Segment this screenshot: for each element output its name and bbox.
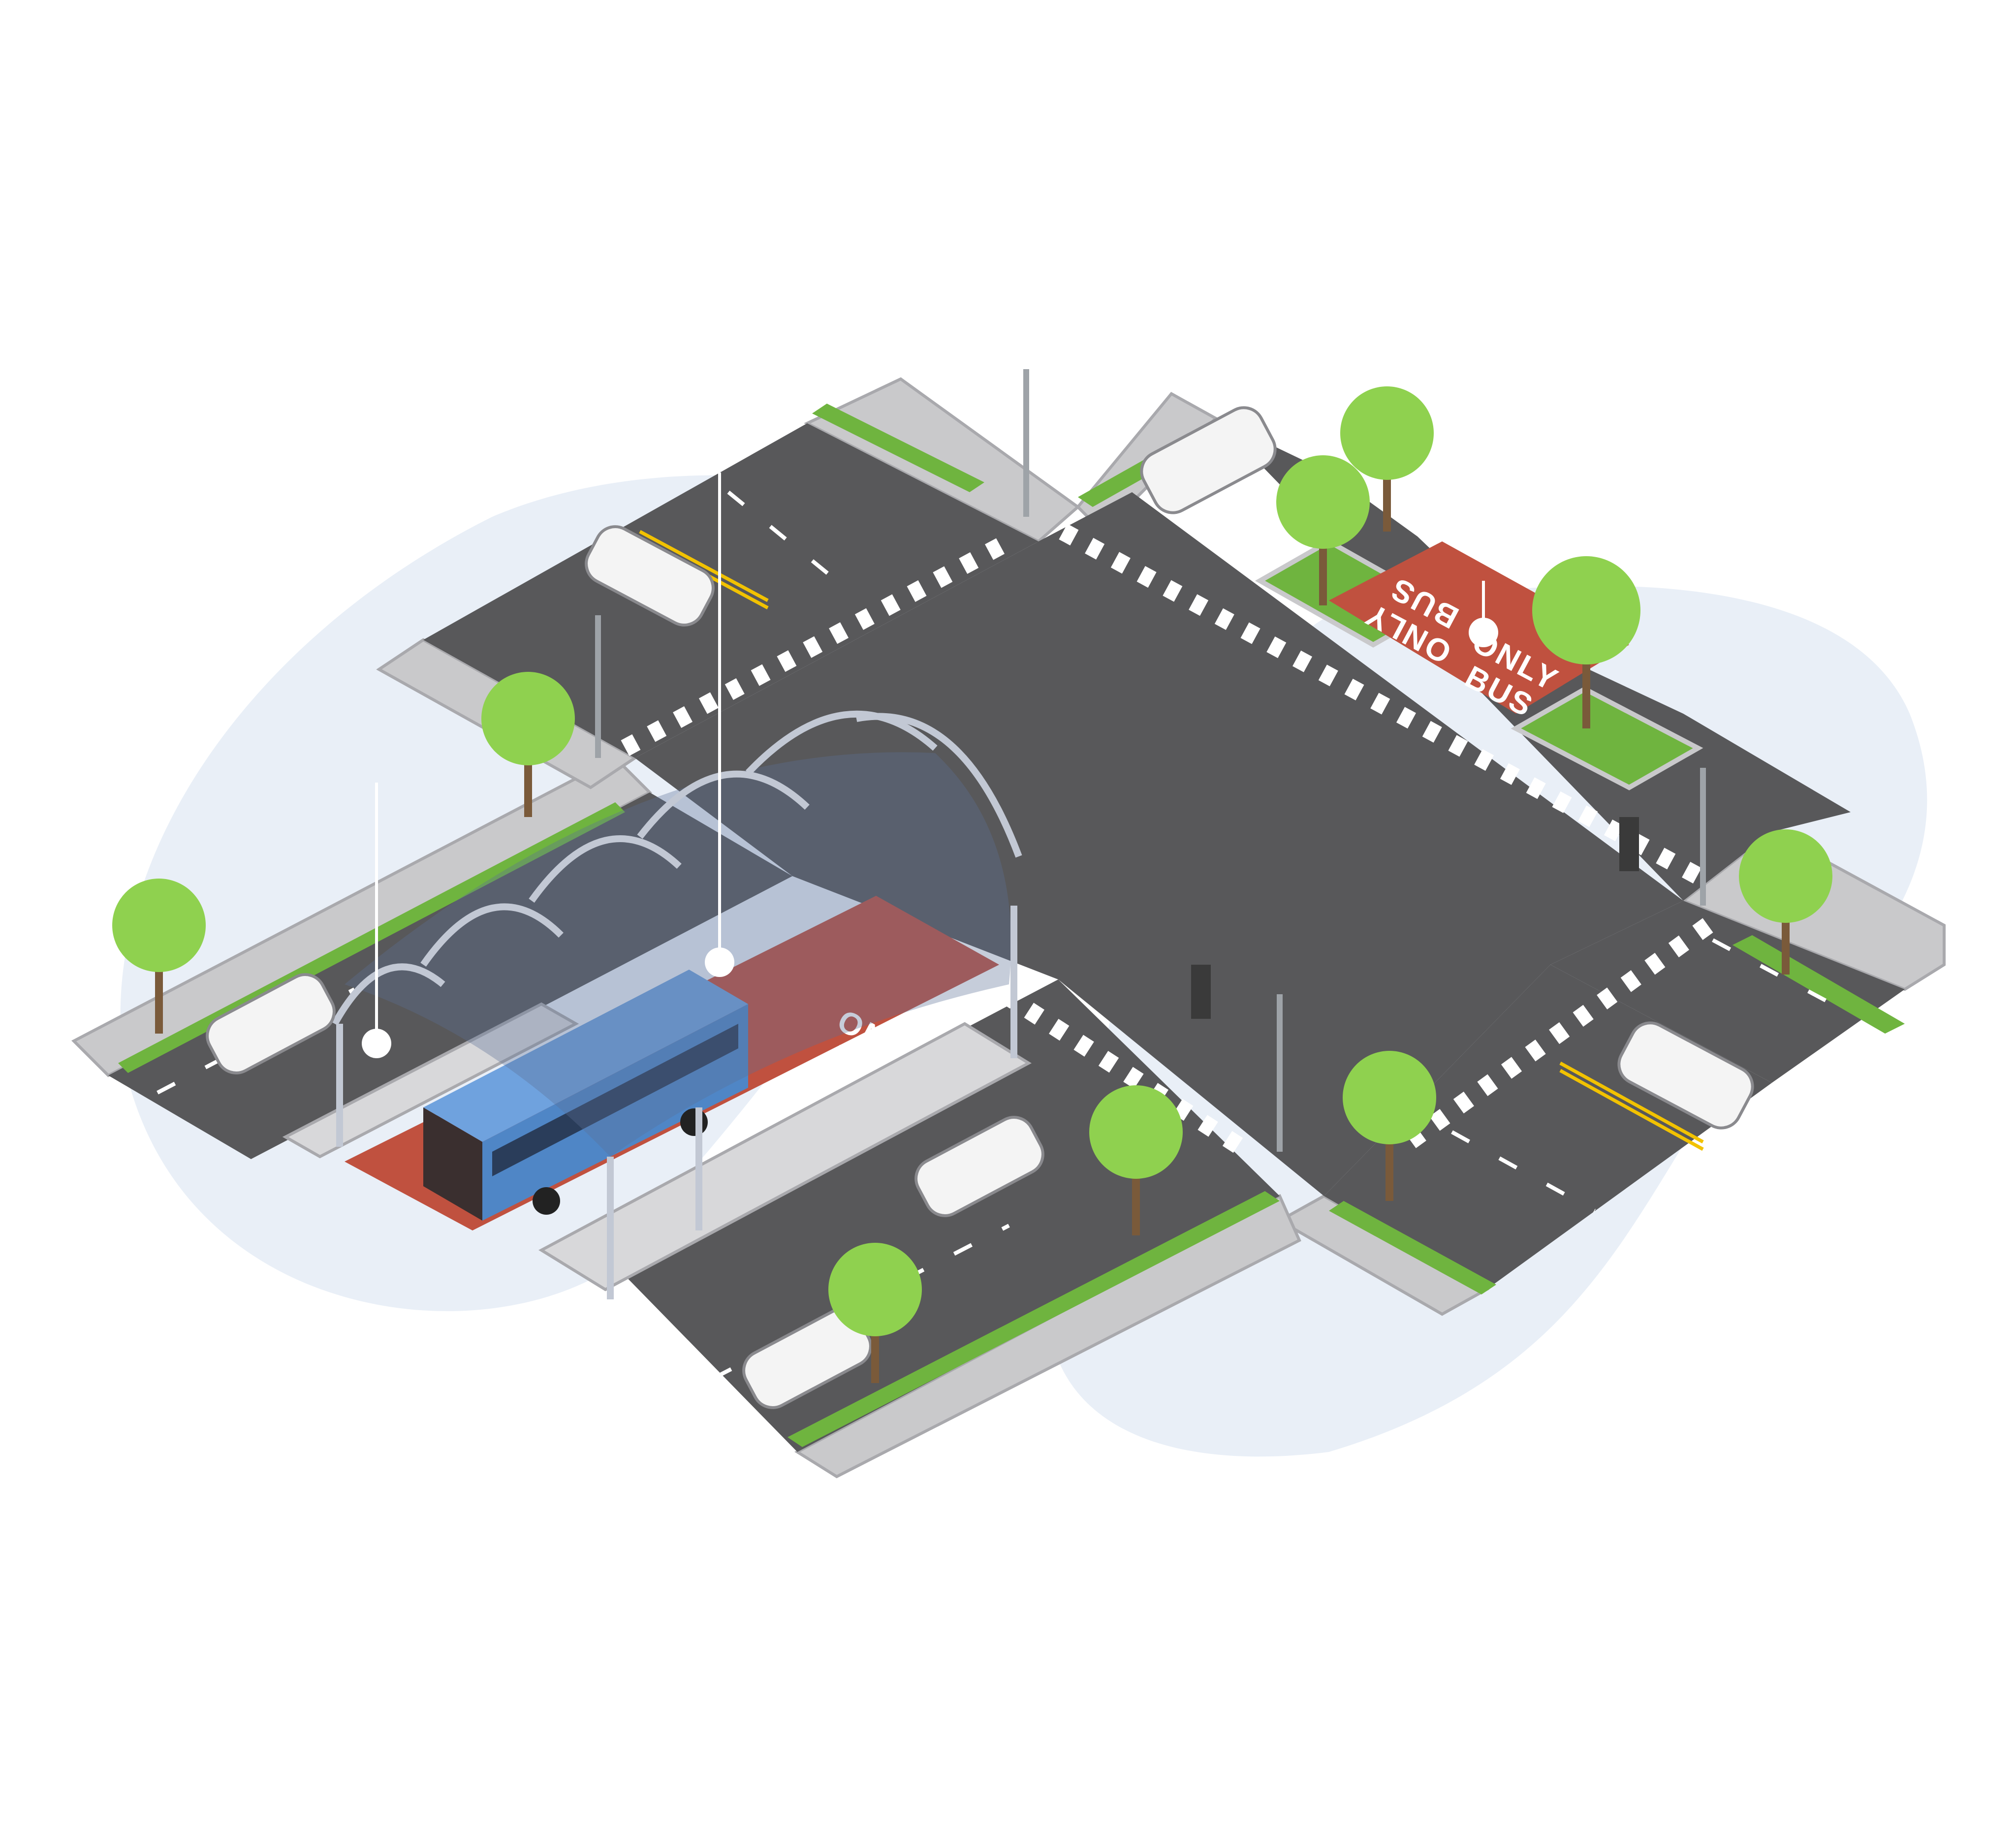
car-6: [1617, 1021, 1754, 1130]
tree-9: [828, 1243, 922, 1383]
crosswalk-northeast: [1059, 524, 1702, 884]
bus-wheel-front: [533, 1187, 560, 1215]
bus-platform: [282, 1002, 1032, 1292]
yellow-line-south-b: [1559, 1069, 1704, 1151]
crosswalk-southeast: [1397, 918, 1713, 1154]
car-2: [585, 525, 715, 627]
canopy-arch-5: [745, 710, 938, 775]
callout-marker-3[interactable]: [1469, 618, 1498, 647]
road-east-arm: [1550, 901, 1905, 1083]
car-1: [1140, 406, 1277, 514]
traffic-light-east: [1619, 817, 1639, 871]
yellow-line-north-a: [639, 530, 769, 602]
bus-roof: [423, 970, 748, 1142]
yellow-line-south-a: [1559, 1061, 1704, 1144]
bus-wheel-rear: [680, 1108, 708, 1136]
tree-2: [481, 672, 575, 817]
callout-marker-2[interactable]: [705, 947, 734, 977]
tree-4: [1340, 386, 1434, 532]
grass-north: [812, 404, 984, 492]
canopy-arch-1: [331, 963, 445, 1026]
road-west-arm: [108, 792, 792, 1159]
tree-5: [1532, 556, 1640, 728]
lane-dash-north: [727, 490, 838, 583]
tree-6: [1739, 829, 1832, 975]
car-3: [206, 973, 336, 1074]
crosswalks: [621, 524, 1713, 1155]
canopy-glass: [345, 752, 1011, 1157]
tree-3: [1276, 455, 1370, 605]
car-4: [914, 1116, 1044, 1217]
canopy-arch-2: [420, 903, 564, 967]
street-fixtures: [595, 369, 1706, 1152]
bus: [423, 970, 748, 1221]
intersection-core: [635, 492, 1683, 1196]
road-north-arm: [423, 423, 1039, 758]
bus-front: [423, 1107, 482, 1221]
platform-slab-west: [282, 1002, 579, 1159]
grass-south: [1329, 1201, 1496, 1294]
crosswalk-north: [621, 534, 1013, 756]
trees: [112, 386, 1832, 1383]
cars: [206, 406, 1754, 1409]
canopy-arch-6: [855, 713, 1022, 858]
canopy-arch-4: [637, 770, 810, 839]
traffic-light-center: [1191, 965, 1211, 1019]
grass-southwest: [788, 1191, 1280, 1447]
tree-1: [112, 879, 206, 1034]
callout-marker-1[interactable]: [362, 1029, 391, 1058]
median-planter-2: [1511, 686, 1703, 790]
grass-east: [1732, 935, 1905, 1034]
canopy-arch-3: [529, 835, 682, 903]
callout-markers: [362, 472, 1498, 1058]
bus-windows: [492, 1024, 738, 1176]
platform-slab: [538, 1022, 1032, 1292]
tree-7: [1343, 1051, 1436, 1201]
tree-8: [1089, 1085, 1183, 1235]
station-canopy: [331, 710, 1022, 1299]
